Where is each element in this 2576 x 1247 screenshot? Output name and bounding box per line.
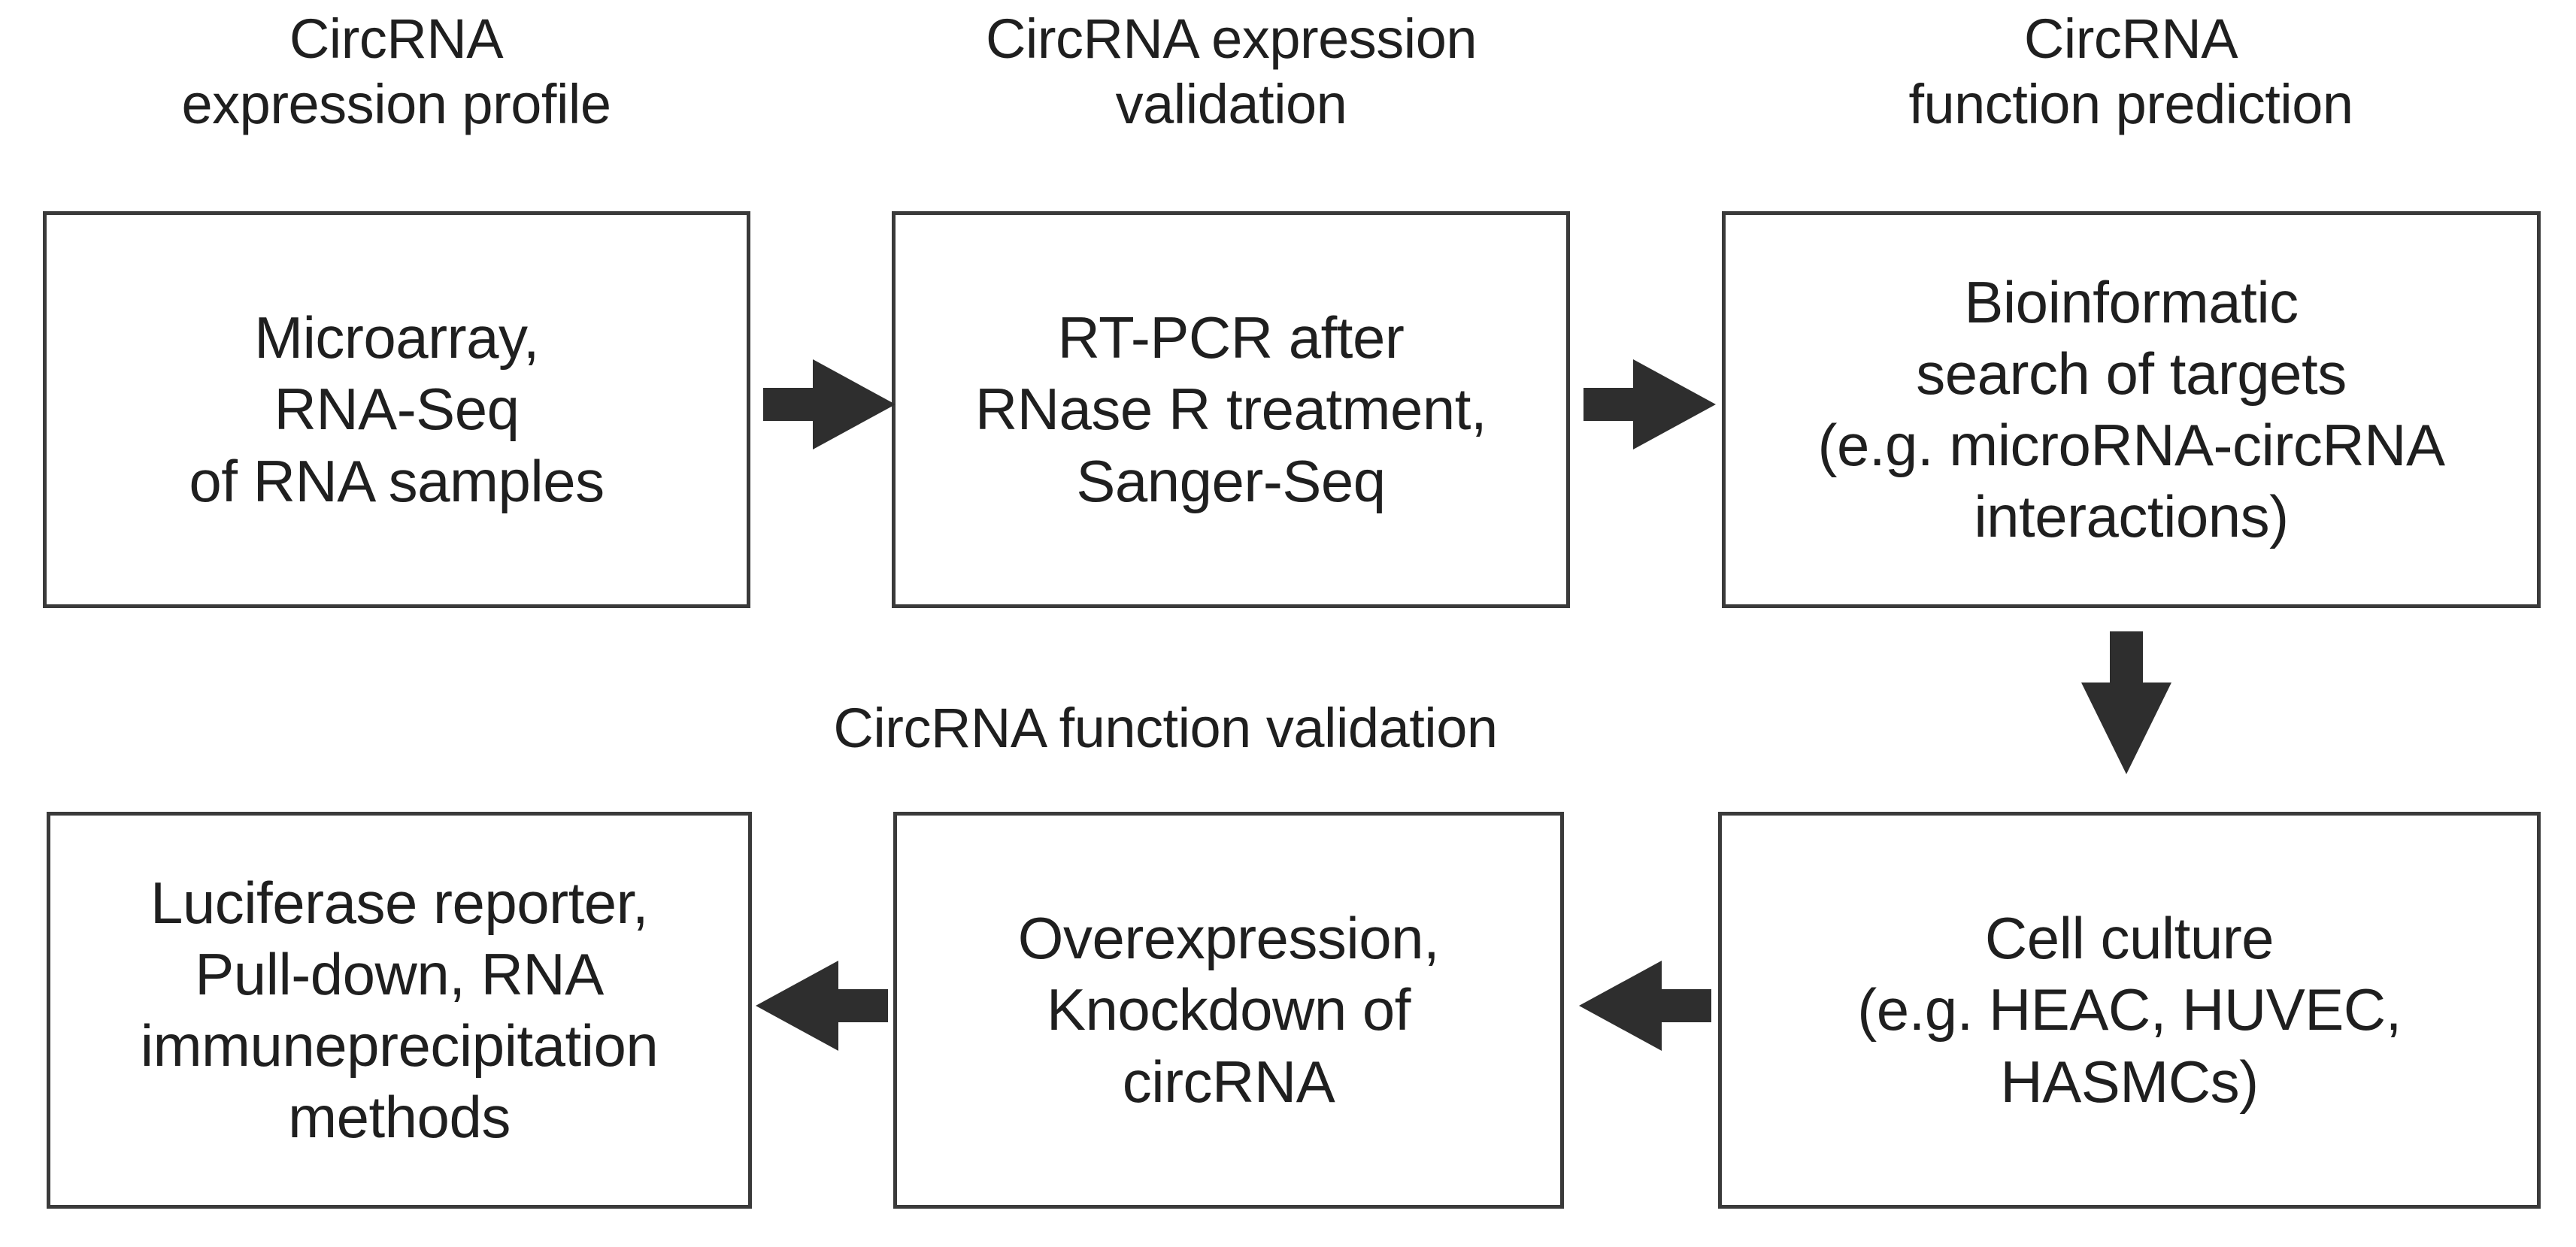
arrow-left-icon: [1579, 961, 1711, 1051]
box-circrna-function-prediction[interactable]: Bioinformatic search of targets (e.g. mi…: [1722, 211, 2541, 608]
box-text-luciferase: Luciferase reporter, Pull-down, RNA immu…: [140, 869, 659, 1151]
arrow-overexpression-to-luciferase: [756, 961, 888, 1051]
arrow-down-icon: [2081, 631, 2171, 774]
arrow-cellculture-to-overexpression: [1579, 961, 1711, 1051]
box-circrna-function-validation-methods[interactable]: Luciferase reporter, Pull-down, RNA immu…: [47, 812, 752, 1209]
header-function-validation: CircRNA function validation: [833, 697, 1498, 759]
box-text-rtpcr: RT-PCR after RNase R treatment, Sanger-S…: [974, 304, 1487, 514]
box-circrna-expression-validation[interactable]: RT-PCR after RNase R treatment, Sanger-S…: [892, 211, 1570, 608]
header-function-prediction: CircRNA function prediction: [1908, 8, 2353, 136]
arrow-left-icon: [756, 961, 888, 1051]
box-overexpression-knockdown[interactable]: Overexpression, Knockdown of circRNA: [893, 812, 1564, 1209]
arrow-right-icon: [1583, 359, 1716, 449]
arrow-right-icon: [763, 359, 896, 449]
box-text-overexpression: Overexpression, Knockdown of circRNA: [1017, 905, 1440, 1115]
header-expression-validation: CircRNA expression validation: [985, 8, 1477, 136]
box-text-microarray: Microarray, RNA-Seq of RNA samples: [189, 304, 605, 514]
box-text-bioinformatic: Bioinformatic search of targets (e.g. mi…: [1817, 268, 2445, 550]
arrow-profile-to-validation: [763, 359, 896, 449]
box-circrna-expression-profile[interactable]: Microarray, RNA-Seq of RNA samples: [43, 211, 750, 608]
box-cell-culture[interactable]: Cell culture (e.g. HEAC, HUVEC, HASMCs): [1718, 812, 2541, 1209]
header-expression-profile: CircRNA expression profile: [181, 8, 611, 136]
box-text-cellculture: Cell culture (e.g. HEAC, HUVEC, HASMCs): [1857, 905, 2402, 1115]
arrow-validation-to-prediction: [1583, 359, 1716, 449]
arrow-prediction-to-cellculture: [2081, 631, 2171, 774]
